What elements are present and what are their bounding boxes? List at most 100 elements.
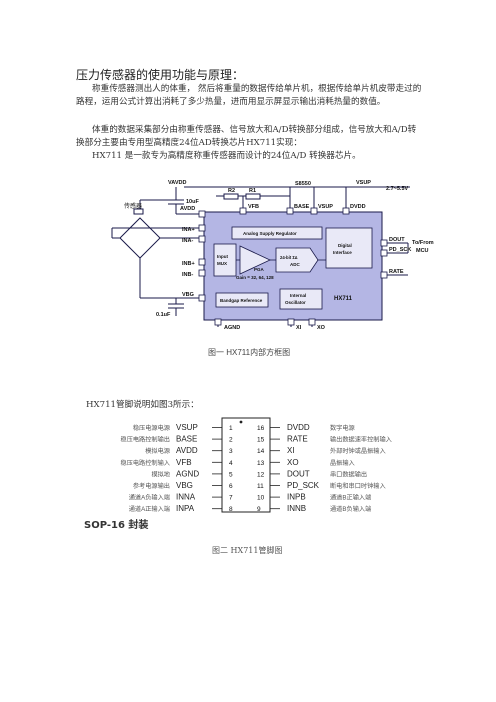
- pin-name-right: INNB: [287, 504, 306, 513]
- pin-desc-left: 稳压电路控制输出: [121, 436, 171, 444]
- pin-number-right: 10: [257, 495, 265, 502]
- label-10uf: 10uF: [186, 199, 199, 205]
- pin-number-right: 15: [257, 437, 265, 444]
- pin-base: BASE: [294, 204, 310, 210]
- pin-number-left: 8: [229, 506, 233, 513]
- pin-ina-plus: INA+: [182, 227, 195, 233]
- pin-dout: DOUT: [389, 237, 405, 243]
- text-mux-1: Input: [217, 254, 228, 259]
- label-r2: R2: [228, 188, 235, 194]
- pin-desc-right: 输出数据速率控制输入: [330, 436, 392, 444]
- pin-name-right: PD_SCK: [287, 481, 320, 490]
- pin-dvdd: DVDD: [350, 204, 366, 210]
- pin-number-left: 4: [229, 460, 233, 467]
- pin-desc-left: 稳压电源电源: [133, 424, 170, 432]
- pin-number-left: 3: [229, 448, 233, 455]
- label-01uf: 0.1uF: [156, 312, 171, 318]
- pin-name-left: AGND: [176, 469, 199, 478]
- paragraph-hx711: HX711 是一款专为高精度称重传感器而设计的24位A/D 转换器芯片。: [92, 151, 361, 161]
- adc-block: [275, 247, 319, 273]
- pin-desc-left: 稳压电路控制输入: [121, 459, 171, 467]
- digital-interface-block: [325, 227, 373, 269]
- pin-rate: RATE: [389, 269, 404, 275]
- pin-name-right: DOUT: [287, 469, 310, 478]
- pin-agnd: AGND: [224, 325, 240, 331]
- pin-number-left: 6: [229, 483, 233, 490]
- pin-number-left: 5: [229, 471, 233, 478]
- pin-name-left: BASE: [176, 435, 197, 444]
- page-title: 压力传感器的使用功能与原理：: [76, 68, 245, 82]
- text-osc-1: Internal: [290, 293, 306, 298]
- pin-avdd: AVDD: [180, 206, 195, 212]
- pin-desc-right: 断电和串口时钟输入: [330, 482, 386, 490]
- pin-number-right: 9: [257, 506, 261, 513]
- label-sensor: 传感器: [124, 202, 142, 210]
- pin-inb-plus: INB+: [182, 261, 195, 267]
- pin-desc-right: 串口数据输出: [330, 470, 367, 478]
- ic-package-outline: [221, 417, 271, 513]
- pin-name-right: INPB: [287, 493, 306, 502]
- figure2-caption: 图二 HX711管脚图: [212, 546, 283, 555]
- pin-desc-left: 通道A负输入端: [129, 494, 170, 502]
- figure1-caption: 图一 HX711内部方框图: [208, 347, 290, 357]
- paragraph-intro: 称重传感器测出人的体重， 然后将重量的数据传给单片机，根据传给单片机皮带走过的路…: [76, 84, 422, 107]
- pin-vbg: VBG: [182, 292, 194, 298]
- label-s8550: S8550: [295, 181, 311, 187]
- pin-number-left: 7: [229, 495, 233, 502]
- label-vsup: VSUP: [356, 180, 371, 186]
- label-vavdd: VAVDD: [168, 180, 186, 186]
- pin-name-left: VSUP: [176, 423, 198, 432]
- text-mux-2: MUX: [217, 261, 227, 266]
- pin-name-left: AVDD: [176, 446, 198, 455]
- internal-oscillator-block: [279, 288, 323, 310]
- label-r1: R1: [249, 188, 256, 194]
- pin-xi: XI: [296, 325, 302, 331]
- pin-desc-right: 通道B负输入端: [330, 505, 371, 513]
- pin-xo: XO: [317, 325, 326, 331]
- pin-desc-left: 通道A正输入端: [129, 505, 170, 513]
- pin-vsup: VSUP: [318, 204, 333, 210]
- pin-pd-sck: PD_SCK: [389, 247, 411, 253]
- pin-name-left: VBG: [176, 481, 193, 490]
- text-adc-1: 24-bit Σ∆: [280, 255, 298, 260]
- package-label: SOP-16 封装: [84, 520, 149, 531]
- paragraph-acquisition: 体重的数据采集部分由称重传感器、信号放大和A/D转换部分组成，信号放大和A/D转…: [76, 125, 417, 148]
- pin-desc-right: 外部时钟或晶振输入: [330, 447, 386, 455]
- text-regulator: Analog Supply Regulator: [243, 231, 297, 236]
- text-adc-2: ADC: [290, 262, 300, 267]
- pin-name-left: INPA: [176, 504, 195, 513]
- label-to-from: To/From: [412, 240, 434, 246]
- bandgap-reference-block: [215, 292, 269, 308]
- text-pga-1: PGA: [254, 267, 265, 272]
- pin-inb-minus: INB-: [182, 272, 193, 278]
- pin-name-right: XO: [287, 458, 299, 467]
- text-bandgap: Bandgap Reference: [220, 298, 263, 303]
- pin-number-left: 2: [229, 437, 233, 444]
- pin-desc-right: 晶振输入: [330, 459, 355, 467]
- pin-desc-left: 参考电源输出: [133, 482, 170, 490]
- pin1-marker: [239, 420, 243, 424]
- text-digital-2: Interface: [333, 250, 352, 255]
- pin-number-right: 12: [257, 471, 265, 478]
- pin-desc-left: 模拟电源: [145, 447, 170, 455]
- pin-description-note: HX711管脚说明如图3所示：: [86, 400, 199, 410]
- pin-number-left: 1: [229, 425, 233, 432]
- pin-name-right: RATE: [287, 435, 308, 444]
- pin-number-right: 16: [257, 425, 265, 432]
- pin-desc-left: 模拟地: [151, 470, 170, 478]
- pin-ina-minus: INA-: [182, 238, 193, 244]
- analog-supply-regulator-block: [231, 226, 323, 240]
- pin-number-right: 13: [257, 460, 265, 467]
- pin-number-right: 11: [257, 483, 264, 490]
- pin-desc-right: 通道B正输入端: [330, 494, 371, 502]
- pin-desc-right: 数字电源: [330, 424, 355, 432]
- pin-name-right: DVDD: [287, 423, 310, 432]
- label-voltage-range: 2.7~5.5V: [386, 186, 409, 192]
- text-chip-name: HX711: [334, 296, 353, 302]
- pin-name-right: XI: [287, 446, 295, 455]
- text-digital-1: Digital: [338, 243, 352, 248]
- text-osc-2: Oscillator: [285, 300, 306, 305]
- label-mcu: MCU: [416, 248, 429, 254]
